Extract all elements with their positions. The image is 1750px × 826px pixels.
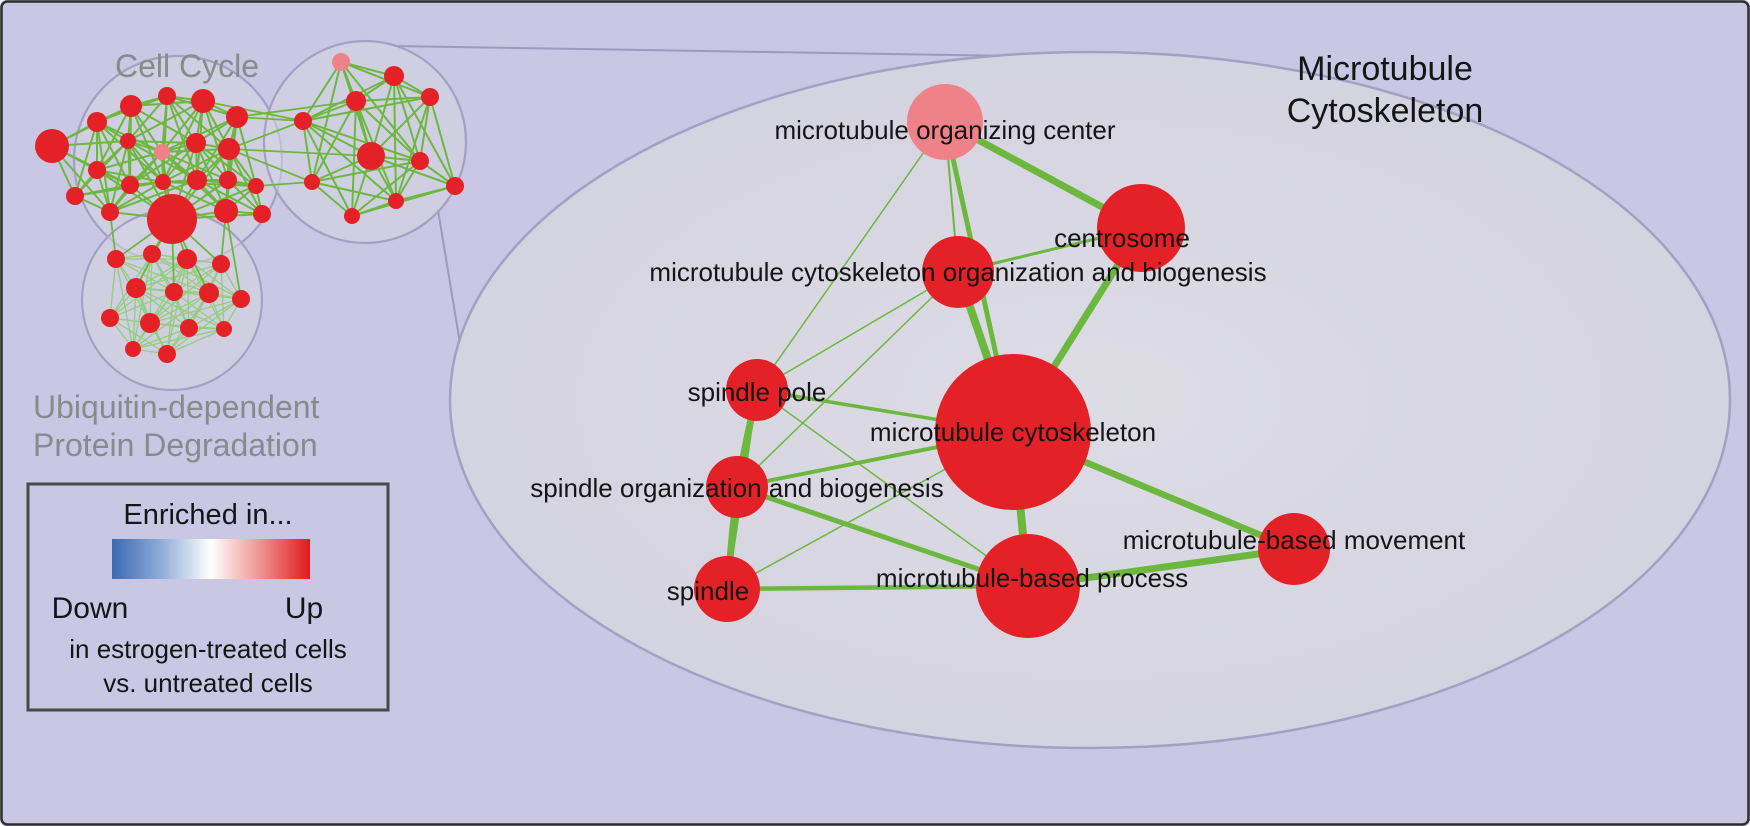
overview-node (120, 133, 136, 149)
cluster-label-cell-cycle: Cell Cycle (115, 48, 259, 84)
overview-node (294, 112, 312, 130)
zoom-edge-org_bio-spindle_org (736, 271, 959, 488)
overview-nodes-ubiquitin (101, 245, 250, 363)
overview-node (216, 321, 232, 337)
overview-node (158, 87, 176, 105)
overview-node (346, 91, 366, 111)
overview-node (35, 129, 69, 163)
cluster-label-ubiquitin-line1: Ubiquitin-dependent (33, 389, 320, 425)
zoom-node-spindle_pole (726, 359, 788, 421)
overview-node (143, 245, 161, 263)
overview-node (357, 142, 385, 170)
zoom-node-spindle_org (706, 456, 768, 518)
overview-node (446, 177, 464, 195)
overview-node (388, 193, 404, 209)
overview-node (219, 171, 237, 189)
overview-nodes-cell-cycle (35, 87, 271, 244)
zoom-node-label-process: microtubule-based process (876, 563, 1188, 593)
zoom-node-mt_cyto (935, 354, 1091, 510)
zoom-node-label-centrosome: centrosome (1054, 223, 1190, 253)
overview-cross-edge (236, 100, 357, 118)
overview-node (147, 194, 197, 244)
zoom-edge-moc-spindle_pole (756, 121, 946, 391)
overview-cross-edge (228, 148, 313, 183)
overview-node (87, 112, 107, 132)
zoom-network: microtubule organizing center centrosome m… (448, 50, 1732, 750)
overview-node (332, 53, 350, 71)
overview-node (199, 283, 219, 303)
overview-node (421, 88, 439, 106)
zoom-node-label-movement: microtubule-based movement (1123, 525, 1466, 555)
zoom-node-label-spindle_org: spindle organization and biogenesis (530, 473, 943, 503)
overview-node (155, 174, 171, 190)
overview-node (125, 341, 141, 357)
legend-gradient-bar (112, 539, 310, 579)
zoom-node-label-spindle_pole: spindle pole (688, 377, 827, 407)
zoom-title-line2: Cytoskeleton (1287, 92, 1484, 130)
overview-node (218, 138, 240, 160)
zoom-ellipse (448, 50, 1732, 750)
overview-network (35, 39, 468, 392)
overview-node (126, 278, 146, 298)
overview-node (120, 95, 142, 117)
legend-caption-line1: in estrogen-treated cells (69, 634, 346, 664)
overview-cross-edge (255, 181, 313, 187)
zoom-edge-spindle_pole-process (756, 389, 1029, 587)
zoom-edge-org_bio-spindle_pole (756, 271, 959, 391)
overview-node (212, 255, 230, 273)
overview-node (384, 66, 404, 86)
overview-node (88, 161, 106, 179)
overview-node (101, 203, 119, 221)
overview-node (180, 319, 198, 337)
zoom-node-process (976, 534, 1080, 638)
overview-node (253, 205, 271, 223)
legend-caption-line2: vs. untreated cells (103, 668, 313, 698)
overview-node (214, 199, 238, 223)
zoom-node-movement (1258, 513, 1330, 585)
zoom-node-label-mt_cyto: microtubule cytoskeleton (870, 417, 1156, 447)
overview-node (121, 176, 139, 194)
cluster-label-ubiquitin-line2: Protein Degradation (33, 427, 318, 463)
overview-node (66, 187, 84, 205)
overview-node (107, 250, 125, 268)
zoom-node-org_bio (922, 236, 994, 308)
overview-nodes-microtubule (294, 53, 464, 224)
overview-edges-microtubule (302, 61, 456, 217)
overview-node (191, 89, 215, 113)
overview-cross-edge (228, 120, 304, 150)
overview-node (154, 144, 170, 160)
overview-node (165, 283, 183, 301)
overview-cross-edge (225, 210, 242, 300)
overview-node (158, 345, 176, 363)
zoom-node-moc (907, 84, 983, 160)
legend: Enriched in... Down Up in estrogen-treat… (26, 482, 390, 712)
magnifier-line-top (392, 45, 1016, 57)
overview-cross-edge (236, 116, 304, 122)
zoom-title-line1: Microtubule (1297, 50, 1473, 88)
overview-node (177, 249, 197, 269)
zoom-node-label-org_bio: microtubule cytoskeleton organization an… (649, 257, 1266, 287)
overview-node (226, 106, 248, 128)
overview-node (186, 133, 206, 153)
zoom-node-label-moc: microtubule organizing center (774, 115, 1115, 145)
overview-node (101, 309, 119, 327)
overview-node (140, 313, 160, 333)
legend-label-up: Up (285, 592, 323, 625)
overview-node (411, 152, 429, 170)
overview-node (232, 290, 250, 308)
zoom-node-spindle (694, 556, 760, 622)
overview-cross-edge (228, 148, 372, 157)
zoom-node-centrosome (1097, 184, 1185, 272)
overview-node (187, 170, 207, 190)
overview-node (344, 208, 360, 224)
legend-box (26, 482, 390, 712)
zoom-node-label-spindle: spindle (667, 576, 749, 606)
overview-node (248, 178, 264, 194)
overview-cross-edge (202, 100, 304, 122)
legend-label-down: Down (52, 592, 129, 625)
overview-node (304, 174, 320, 190)
legend-title: Enriched in... (123, 499, 292, 531)
